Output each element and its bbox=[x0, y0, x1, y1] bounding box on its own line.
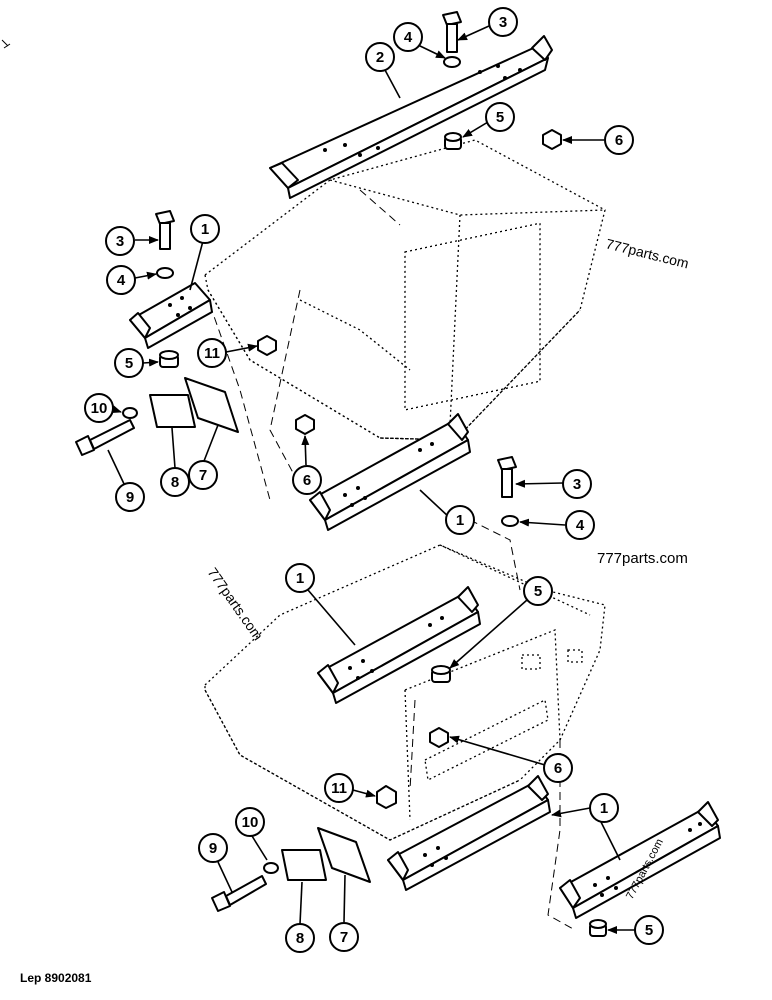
svg-text:3: 3 bbox=[499, 14, 507, 31]
part-6-nut-lower bbox=[429, 727, 449, 748]
drawing-reference: Lep 8902081 bbox=[20, 971, 92, 985]
part-7-plate-lower bbox=[317, 827, 371, 883]
callout-7-upper: 7 bbox=[188, 460, 218, 490]
part-11-nut-upper bbox=[257, 335, 277, 356]
svg-text:6: 6 bbox=[615, 132, 623, 149]
svg-text:9: 9 bbox=[209, 840, 217, 857]
part-5-spacer-left bbox=[159, 350, 179, 368]
callout-1-upper-left: 1 bbox=[190, 214, 220, 244]
callout-11-lower: 11 bbox=[324, 773, 354, 803]
part-1-bracket-lower-right bbox=[559, 801, 721, 919]
svg-text:11: 11 bbox=[331, 780, 347, 797]
part-5-spacer-lower bbox=[431, 665, 451, 683]
callout-9-lower: 9 bbox=[198, 833, 228, 863]
svg-text:1: 1 bbox=[201, 221, 209, 238]
callout-10-lower: 10 bbox=[235, 807, 265, 837]
callout-6-lower: 6 bbox=[543, 753, 573, 783]
callout-8-lower: 8 bbox=[285, 923, 315, 953]
callout-5-left: 5 bbox=[114, 348, 144, 378]
part-6-nut-top bbox=[542, 129, 562, 150]
part-4-washer-left bbox=[156, 267, 174, 279]
svg-text:3: 3 bbox=[573, 476, 581, 493]
part-5-spacer-top bbox=[444, 132, 462, 150]
callout-1-mid: 1 bbox=[445, 505, 475, 535]
callout-6-mid: 6 bbox=[292, 465, 322, 495]
svg-text:10: 10 bbox=[91, 400, 108, 417]
upper-counterweight-body bbox=[204, 139, 606, 441]
watermark-upper: 777parts.com bbox=[604, 235, 690, 271]
callout-3-left: 3 bbox=[105, 226, 135, 256]
lower-counterweight-body bbox=[204, 544, 606, 841]
part-2-top-bracket bbox=[269, 35, 553, 199]
svg-text:7: 7 bbox=[340, 929, 348, 946]
part-9-bolt-lower bbox=[211, 875, 267, 912]
svg-text:11: 11 bbox=[204, 345, 220, 362]
callout-3-right: 3 bbox=[562, 469, 592, 499]
part-5-spacer-lower-right bbox=[589, 919, 607, 937]
part-3-bolt-left bbox=[155, 210, 175, 250]
callout-6-top: 6 bbox=[604, 125, 634, 155]
callout-9-upper: 9 bbox=[115, 482, 145, 512]
leader-lines bbox=[107, 25, 635, 934]
svg-text:4: 4 bbox=[576, 517, 585, 534]
part-6-nut-mid bbox=[295, 414, 315, 435]
svg-text:6: 6 bbox=[554, 760, 562, 777]
callout-4-right: 4 bbox=[565, 510, 595, 540]
watermark-right: 777parts.com bbox=[597, 550, 688, 567]
part-4-washer-right bbox=[501, 515, 519, 527]
svg-text:4: 4 bbox=[117, 272, 126, 289]
svg-text:7: 7 bbox=[199, 467, 207, 484]
svg-text:6: 6 bbox=[303, 472, 311, 489]
svg-text:8: 8 bbox=[171, 474, 179, 491]
svg-text:5: 5 bbox=[125, 355, 133, 372]
part-9-bolt-upper bbox=[75, 419, 135, 456]
callout-5-top: 5 bbox=[485, 102, 515, 132]
svg-text:10: 10 bbox=[242, 814, 259, 831]
callout-7-lower: 7 bbox=[329, 922, 359, 952]
part-10-washer-lower bbox=[263, 862, 279, 874]
svg-text:5: 5 bbox=[496, 109, 504, 126]
svg-text:1: 1 bbox=[296, 570, 304, 587]
svg-text:4: 4 bbox=[404, 29, 413, 46]
svg-text:1: 1 bbox=[456, 512, 464, 529]
part-10-washer-upper bbox=[122, 407, 138, 419]
svg-text:1: 1 bbox=[600, 800, 608, 817]
callout-5-lower-right: 5 bbox=[634, 915, 664, 945]
callout-8-upper: 8 bbox=[160, 467, 190, 497]
part-1-bracket-upper-left bbox=[129, 282, 213, 349]
svg-text:5: 5 bbox=[534, 583, 542, 600]
callout-10-upper: 10 bbox=[84, 393, 114, 423]
part-7-plate-upper bbox=[184, 377, 239, 433]
callout-11-upper: 11 bbox=[197, 338, 227, 368]
callout-1-lower-right: 1 bbox=[589, 793, 619, 823]
svg-text:2: 2 bbox=[376, 49, 384, 66]
svg-text:9: 9 bbox=[126, 489, 134, 506]
svg-text:3: 3 bbox=[116, 233, 124, 250]
callout-4-left: 4 bbox=[106, 265, 136, 295]
part-11-nut-lower bbox=[376, 785, 397, 809]
alignment-lines bbox=[209, 189, 576, 931]
part-8-shim-lower bbox=[281, 849, 327, 881]
callout-2: 2 bbox=[365, 42, 395, 72]
callout-3-top: 3 bbox=[488, 7, 518, 37]
svg-text:5: 5 bbox=[645, 922, 653, 939]
part-1-bracket-mid bbox=[309, 413, 471, 531]
callout-4-top: 4 bbox=[393, 22, 423, 52]
part-4-washer-top bbox=[443, 56, 461, 68]
watermark-rotated: 777parts.com bbox=[205, 565, 267, 644]
part-3-bolt-right bbox=[497, 456, 517, 498]
svg-text:8: 8 bbox=[296, 930, 304, 947]
part-8-shim-upper bbox=[149, 394, 196, 428]
callout-5-lower: 5 bbox=[523, 576, 553, 606]
part-1-bracket-lower-center bbox=[387, 775, 551, 891]
callout-1-lower-top: 1 bbox=[285, 563, 315, 593]
part-1-bracket-lower-top bbox=[317, 586, 481, 704]
part-3-bolt-top bbox=[442, 11, 462, 53]
corner-mark bbox=[1, 39, 11, 49]
